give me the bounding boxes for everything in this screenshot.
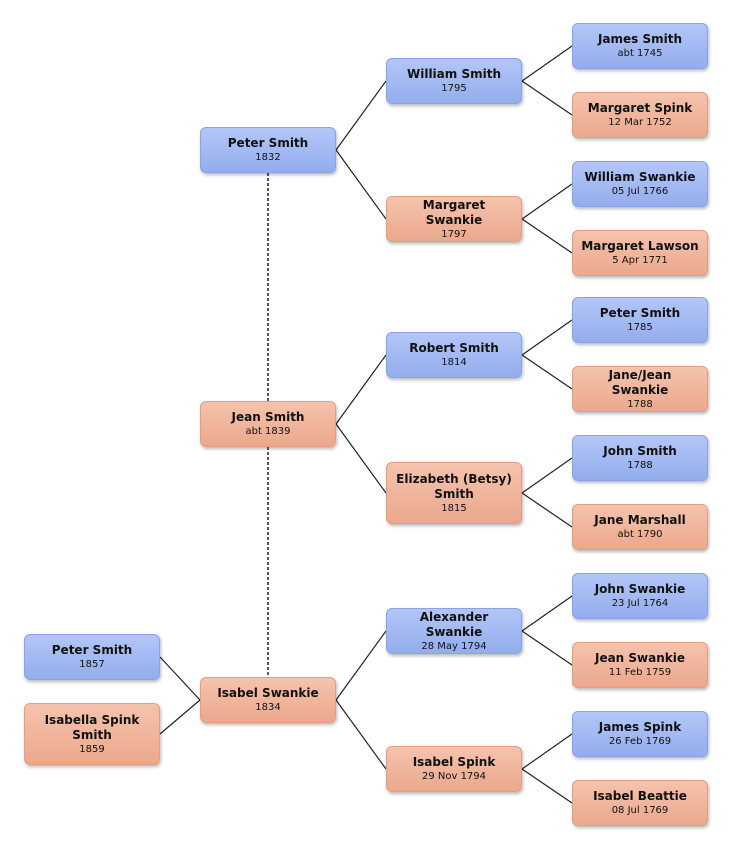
person-date: 28 May 1794 bbox=[421, 640, 487, 652]
person-date: abt 1790 bbox=[617, 529, 663, 540]
person-elizabeth-betsy-smith[interactable]: Elizabeth (Betsy) Smith 1815 bbox=[386, 462, 522, 524]
parent-connector bbox=[521, 319, 573, 356]
parent-connector bbox=[335, 630, 387, 701]
person-isabel-spink-1794[interactable]: Isabel Spink 29 Nov 1794 bbox=[386, 746, 522, 792]
parent-connector bbox=[521, 733, 573, 770]
person-robert-smith[interactable]: Robert Smith 1814 bbox=[386, 332, 522, 378]
person-margaret-lawson[interactable]: Margaret Lawson 5 Apr 1771 bbox=[572, 230, 708, 276]
person-name: Peter Smith bbox=[599, 306, 681, 320]
person-john-smith[interactable]: John Smith 1788 bbox=[572, 435, 708, 481]
person-isabel-swankie-1834[interactable]: Isabel Swankie 1834 bbox=[200, 677, 336, 723]
person-date: 1785 bbox=[627, 322, 653, 333]
person-date: 05 Jul 1766 bbox=[611, 186, 669, 197]
person-date: 29 Nov 1794 bbox=[421, 771, 487, 782]
person-name: Isabel Spink bbox=[412, 755, 496, 769]
person-william-smith[interactable]: William Smith 1795 bbox=[386, 58, 522, 104]
person-date: 1788 bbox=[627, 460, 653, 471]
person-peter-smith-1857[interactable]: Peter Smith 1857 bbox=[24, 634, 160, 680]
person-alexander-swankie[interactable]: Alexander Swankie 28 May 1794 bbox=[386, 608, 522, 654]
person-name: James Smith bbox=[597, 32, 683, 46]
person-date: 12 Mar 1752 bbox=[608, 117, 672, 128]
person-isabel-beattie[interactable]: Isabel Beattie 08 Jul 1769 bbox=[572, 780, 708, 826]
person-name: Margaret Lawson bbox=[581, 239, 699, 253]
person-date: 1815 bbox=[441, 502, 467, 514]
person-james-spink[interactable]: James Spink 26 Feb 1769 bbox=[572, 711, 708, 757]
person-name: Peter Smith bbox=[51, 643, 133, 657]
person-date: 1795 bbox=[441, 83, 467, 94]
parent-connector bbox=[521, 595, 573, 632]
person-date: 11 Feb 1759 bbox=[608, 667, 672, 678]
person-date: 1834 bbox=[255, 702, 281, 713]
person-date: 26 Feb 1769 bbox=[608, 736, 672, 747]
person-date: 1814 bbox=[441, 357, 467, 368]
person-date: 1859 bbox=[79, 743, 105, 755]
person-name: Isabel Beattie bbox=[593, 789, 687, 803]
parent-connector bbox=[335, 423, 387, 494]
parent-connector bbox=[335, 80, 387, 151]
person-name: William Swankie bbox=[584, 170, 696, 184]
person-jane-marshall[interactable]: Jane Marshall abt 1790 bbox=[572, 504, 708, 550]
person-name: Jane/Jean Swankie bbox=[608, 367, 672, 397]
person-name: John Smith bbox=[603, 444, 677, 458]
parent-connector bbox=[159, 656, 201, 701]
parent-connector bbox=[521, 218, 573, 254]
person-name: Isabel Swankie bbox=[217, 686, 319, 700]
person-john-swankie[interactable]: John Swankie 23 Jul 1764 bbox=[572, 573, 708, 619]
parent-connector bbox=[159, 699, 201, 735]
parent-connector bbox=[521, 492, 573, 528]
person-date: abt 1745 bbox=[617, 48, 663, 59]
person-name: Elizabeth (Betsy) Smith bbox=[396, 471, 512, 501]
parent-connector bbox=[521, 768, 573, 804]
person-name: Peter Smith bbox=[227, 136, 309, 150]
person-james-smith[interactable]: James Smith abt 1745 bbox=[572, 23, 708, 69]
person-name: Margaret Spink bbox=[587, 101, 693, 115]
person-name: Robert Smith bbox=[409, 341, 499, 355]
parent-connector bbox=[521, 457, 573, 494]
parent-connector bbox=[335, 699, 387, 770]
parent-connector bbox=[521, 45, 573, 82]
parent-connector bbox=[335, 354, 387, 425]
person-date: 1788 bbox=[627, 398, 653, 410]
parent-connector bbox=[335, 149, 387, 220]
person-isabella-spink-smith[interactable]: Isabella Spink Smith 1859 bbox=[24, 703, 160, 765]
person-name: Alexander Swankie bbox=[419, 609, 489, 639]
person-jean-swankie[interactable]: Jean Swankie 11 Feb 1759 bbox=[572, 642, 708, 688]
person-jane-jean-swankie[interactable]: Jane/Jean Swankie 1788 bbox=[572, 366, 708, 412]
person-margaret-spink[interactable]: Margaret Spink 12 Mar 1752 bbox=[572, 92, 708, 138]
person-date: abt 1839 bbox=[245, 426, 291, 437]
person-date: 1797 bbox=[441, 228, 467, 240]
person-margaret-swankie[interactable]: Margaret Swankie 1797 bbox=[386, 196, 522, 242]
person-date: 1857 bbox=[79, 659, 105, 670]
parent-connector bbox=[521, 183, 573, 220]
person-peter-smith-1785[interactable]: Peter Smith 1785 bbox=[572, 297, 708, 343]
person-name: John Swankie bbox=[594, 582, 686, 596]
parent-connector bbox=[521, 630, 573, 666]
person-name: Jean Smith bbox=[231, 410, 305, 424]
person-date: 1832 bbox=[255, 152, 281, 163]
person-date: 5 Apr 1771 bbox=[612, 255, 668, 266]
person-name: Jean Swankie bbox=[594, 651, 686, 665]
person-jean-smith[interactable]: Jean Smith abt 1839 bbox=[200, 401, 336, 447]
person-name: Margaret Swankie bbox=[422, 197, 486, 227]
person-william-swankie[interactable]: William Swankie 05 Jul 1766 bbox=[572, 161, 708, 207]
person-name: William Smith bbox=[406, 67, 501, 81]
parent-connector bbox=[521, 80, 573, 116]
person-name: Jane Marshall bbox=[594, 513, 686, 527]
parent-connector bbox=[521, 354, 573, 390]
person-date: 08 Jul 1769 bbox=[611, 805, 669, 816]
person-date: 23 Jul 1764 bbox=[611, 598, 669, 609]
person-name: Isabella Spink Smith bbox=[44, 712, 140, 742]
person-name: James Spink bbox=[598, 720, 682, 734]
person-peter-smith-1832[interactable]: Peter Smith 1832 bbox=[200, 127, 336, 173]
